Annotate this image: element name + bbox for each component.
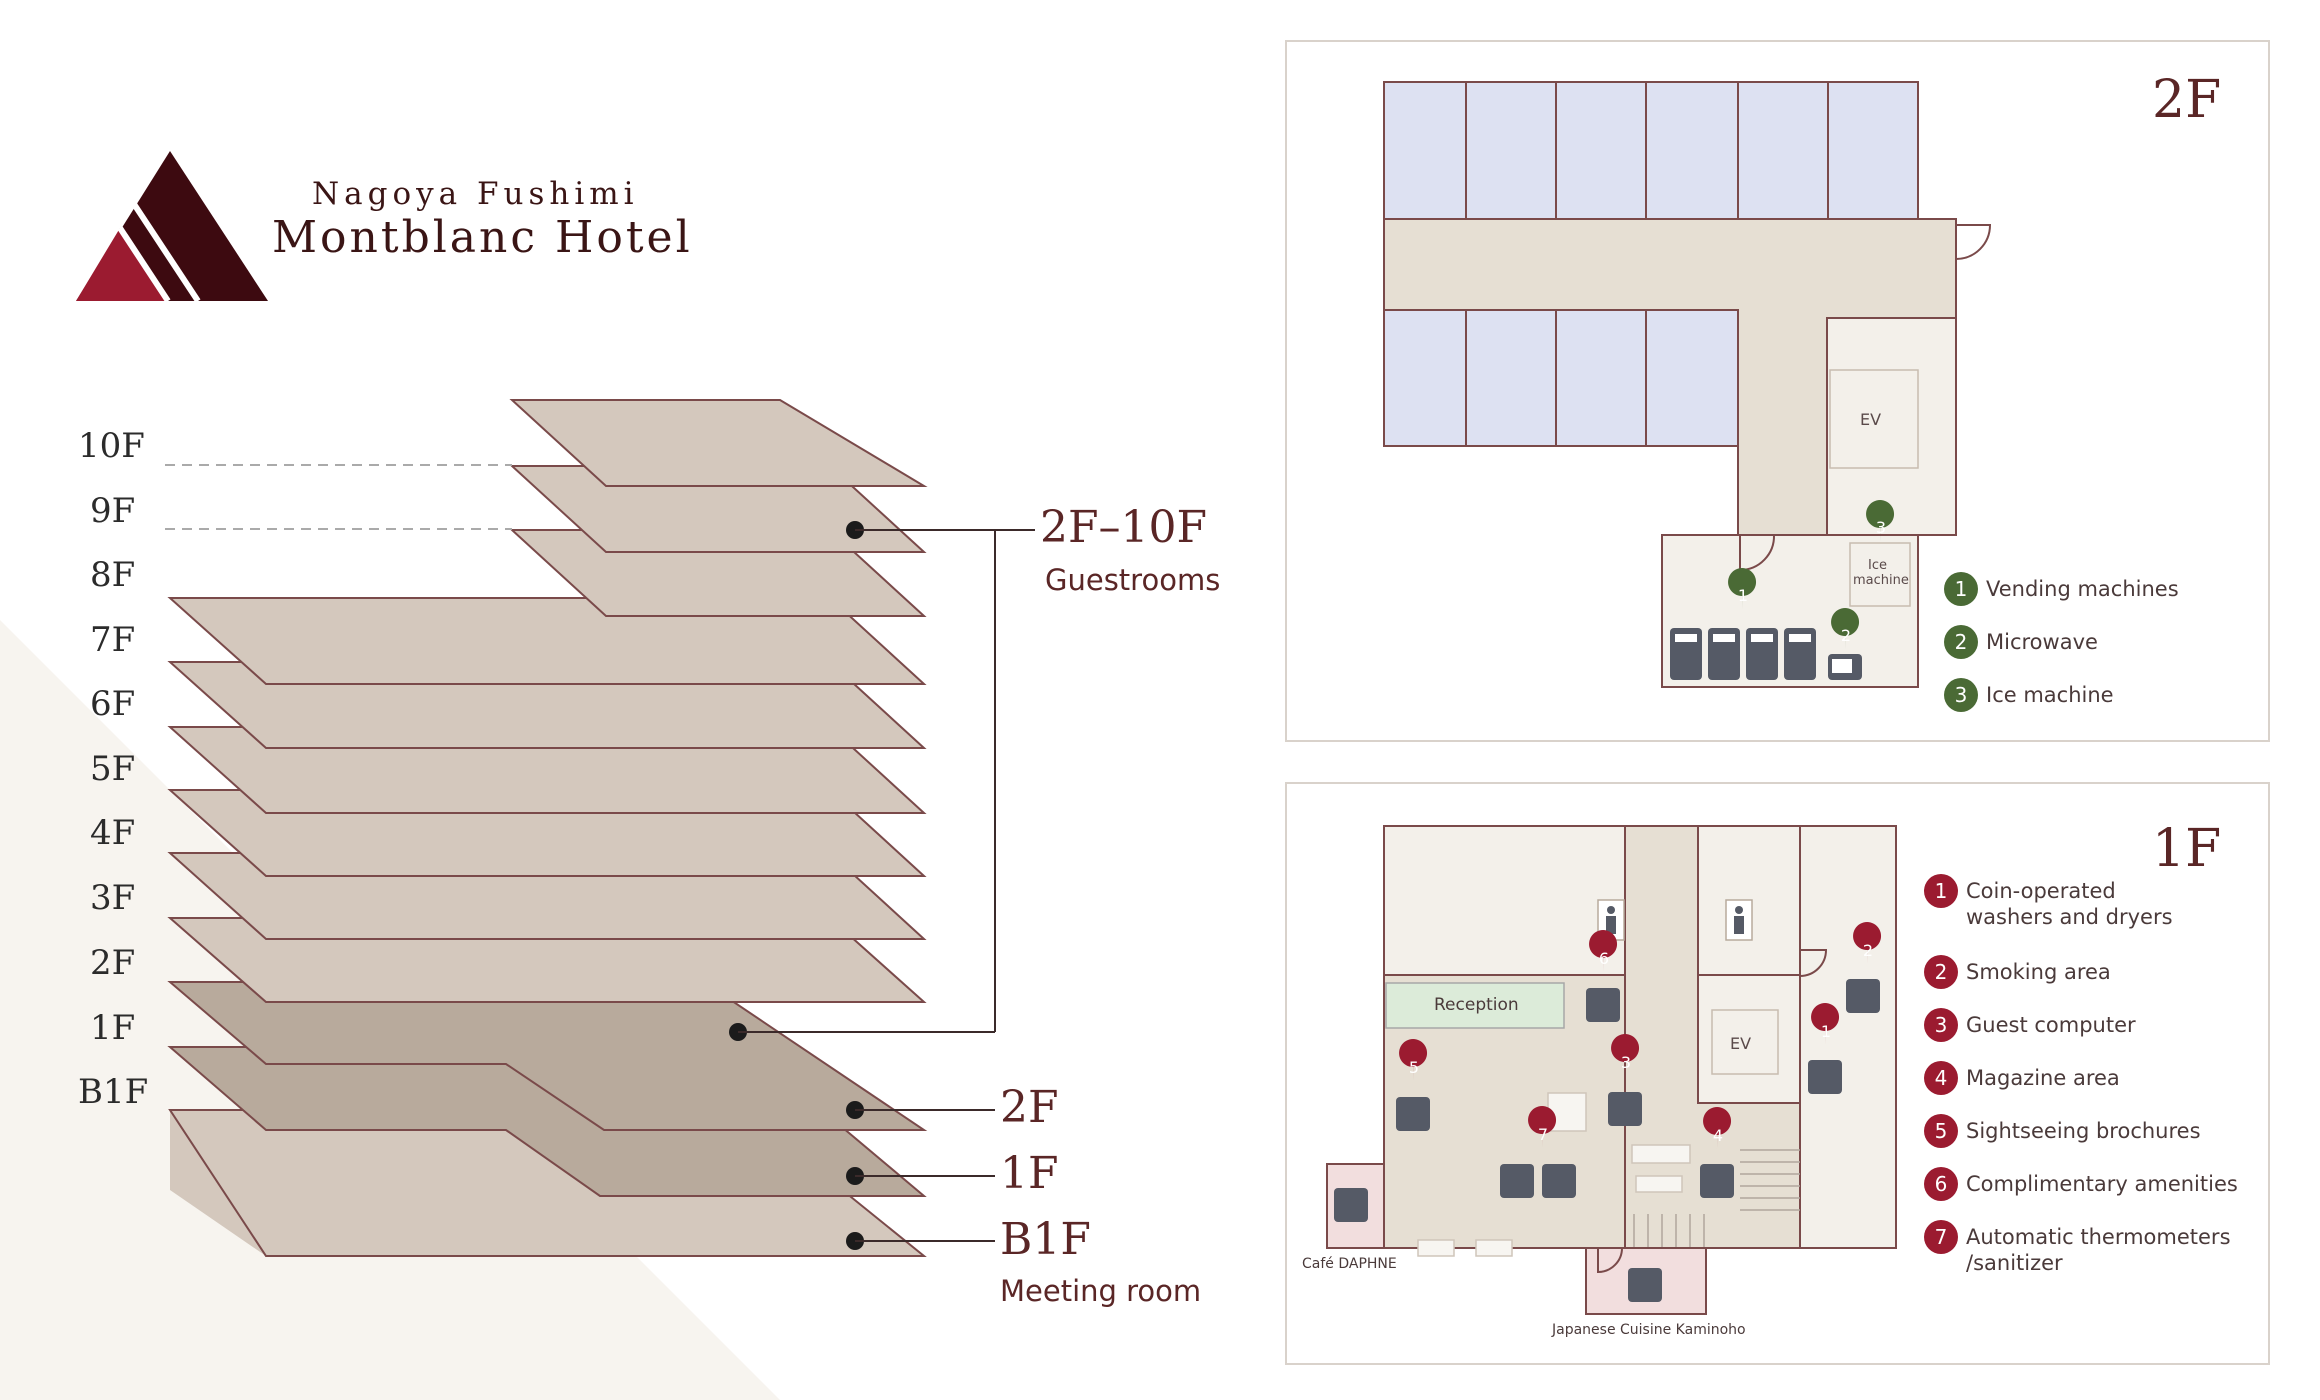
callout-guestrooms: Guestrooms xyxy=(1045,563,1221,597)
floor-label-b1f: B1F xyxy=(78,1072,149,1112)
floor-label-9f: 9F xyxy=(90,491,136,531)
floor-plan-1f-panel: 1F xyxy=(1285,782,2270,1365)
reception-label: Reception xyxy=(1434,995,1519,1015)
ev-label-1f: EV xyxy=(1730,1034,1752,1053)
ev-label-2f: EV xyxy=(1860,410,1882,429)
legend-2f-item: 3 Ice machine xyxy=(1944,678,2114,712)
legend-1f-item: 4 Magazine area xyxy=(1924,1061,2120,1095)
floor-stack-diagram xyxy=(165,399,1035,1257)
floor-label-2f: 2F xyxy=(90,943,136,983)
legend-1f-item: 6 Complimentary amenities xyxy=(1924,1167,2238,1201)
legend-1f-item: 1 Coin-operated washers and dryers xyxy=(1924,874,2173,930)
floor-label-10f: 10F xyxy=(78,426,145,466)
hotel-logo-icon xyxy=(76,151,268,303)
legend-1f-item: 5 Sightseeing brochures xyxy=(1924,1114,2201,1148)
floor-label-8f: 8F xyxy=(90,555,136,595)
floor-slab-10f xyxy=(509,399,928,487)
brand-subtitle: Nagoya Fushimi xyxy=(312,176,639,212)
restaurant-label: Japanese Cuisine Kaminoho xyxy=(1552,1322,1746,1338)
ice-machine-label-line2: machine xyxy=(1853,573,1909,588)
callout-meeting-room: Meeting room xyxy=(1000,1274,1202,1308)
legend-2f-item: 1 Vending machines xyxy=(1944,572,2179,606)
legend-1f-item: 2 Smoking area xyxy=(1924,955,2111,989)
legend-1f-item: 7 Automatic thermometers /sanitizer xyxy=(1924,1220,2231,1276)
floor-plan-2f-panel: 2F xyxy=(1285,40,2270,742)
floor-label-1f: 1F xyxy=(90,1008,136,1048)
callout-1f: 1F xyxy=(1000,1148,1059,1199)
floor-label-7f: 7F xyxy=(90,620,136,660)
floor-plan-1f-title: 1F xyxy=(2152,819,2222,879)
legend-2f-item: 2 Microwave xyxy=(1944,625,2098,659)
floor-label-3f: 3F xyxy=(90,878,136,918)
floor-label-5f: 5F xyxy=(90,749,136,789)
cafe-label: Café DAPHNE xyxy=(1302,1256,1397,1272)
brand-name: Montblanc Hotel xyxy=(272,212,693,263)
ice-machine-label-line1: Ice xyxy=(1868,558,1887,573)
legend-1f-item: 3 Guest computer xyxy=(1924,1008,2136,1042)
callout-guest-floors: 2F–10F xyxy=(1040,502,1208,553)
floor-label-6f: 6F xyxy=(90,684,136,724)
floor-plan-2f-title: 2F xyxy=(2152,70,2222,130)
callout-2f: 2F xyxy=(1000,1082,1059,1133)
callout-b1f: B1F xyxy=(1000,1214,1091,1265)
floor-label-4f: 4F xyxy=(90,813,136,853)
